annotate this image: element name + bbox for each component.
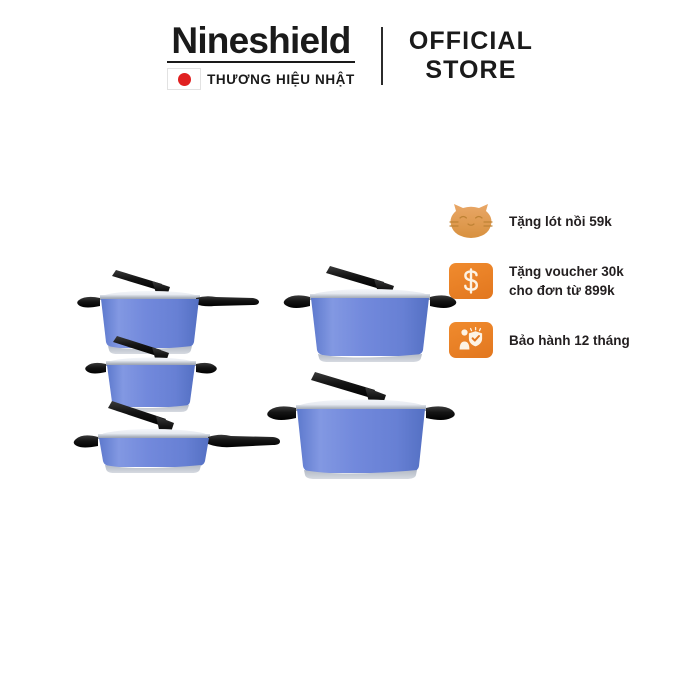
brand-name: Nineshield [171, 20, 351, 61]
pot-rim [106, 361, 196, 366]
pot-body [297, 409, 425, 473]
promo-badge-warranty: Bảo hành 12 tháng [447, 321, 667, 359]
official-line-2: STORE [425, 56, 517, 84]
side-handle-left [283, 295, 310, 308]
cookware-small-casserole [85, 328, 245, 416]
side-handle-right [426, 406, 455, 420]
logo-divider [380, 27, 383, 85]
promo-badge-voucher-label: Tặng voucher 30k cho đơn từ 899k [509, 262, 624, 300]
pot-body [101, 299, 199, 348]
long-handle-right [196, 296, 259, 307]
brand-logo: Nineshield THƯƠNG HIỆU NHẬT [167, 22, 355, 90]
side-handle-left [77, 296, 100, 308]
brand-tagline: THƯƠNG HIỆU NHẬT [207, 71, 355, 87]
promo-badge-list: Tặng lót nồi 59k Tặng voucher 30k cho đơ… [447, 203, 667, 380]
warranty-shield-icon [447, 321, 495, 359]
side-handle-right [430, 295, 457, 308]
cookware-medium-saucepot [77, 258, 278, 358]
pot-base [105, 465, 201, 473]
side-handle-left [85, 362, 106, 374]
promo-badge-voucher-line-2: cho đơn từ 899k [509, 283, 615, 299]
brand-tagline-row: THƯƠNG HIỆU NHẬT [167, 68, 355, 90]
product-image-cluster [60, 250, 460, 485]
pot-rim [310, 294, 430, 300]
pot-base [318, 354, 422, 362]
warranty-shield-tile [449, 322, 493, 359]
official-store-label: OFFICIAL STORE [409, 27, 533, 86]
side-handle-left [73, 435, 98, 448]
side-handle-left [267, 406, 296, 420]
brand-header: Nineshield THƯƠNG HIỆU NHẬT OFFICIAL STO… [0, 22, 700, 90]
pot-body [99, 438, 209, 467]
pot-rim [296, 405, 426, 411]
promo-badge-warranty-label: Bảo hành 12 tháng [509, 331, 630, 350]
official-line-1: OFFICIAL [408, 26, 533, 55]
dollar-voucher-tile [449, 263, 493, 300]
promo-badge-voucher-line-1: Tặng voucher 30k [509, 264, 624, 279]
promo-badge-trivet-label: Tặng lót nồi 59k [509, 212, 612, 231]
pot-rim [98, 434, 210, 439]
cookware-extra-large-stockpot [265, 362, 470, 484]
cookware-shallow-saute-pan [73, 393, 294, 478]
cookware-large-stockpot [280, 256, 470, 366]
pot-base [304, 470, 417, 479]
japan-flag-dot [177, 72, 191, 86]
promo-badge-voucher: Tặng voucher 30k cho đơn từ 899k [447, 262, 667, 300]
brand-underline [167, 61, 355, 63]
cat-trivet-icon [447, 203, 495, 241]
side-handle-right [196, 362, 217, 374]
promo-badge-warranty-line-1: Bảo hành 12 tháng [509, 332, 630, 348]
promo-badge-trivet: Tặng lót nồi 59k [447, 203, 667, 241]
japan-flag-icon [167, 68, 202, 90]
promo-badge-trivet-line-1: Tặng lót nồi 59k [509, 214, 612, 230]
pot-body [107, 365, 195, 407]
long-handle-right [208, 434, 280, 448]
pot-rim [100, 295, 200, 300]
pot-body [311, 298, 429, 356]
dollar-voucher-icon [447, 262, 495, 300]
